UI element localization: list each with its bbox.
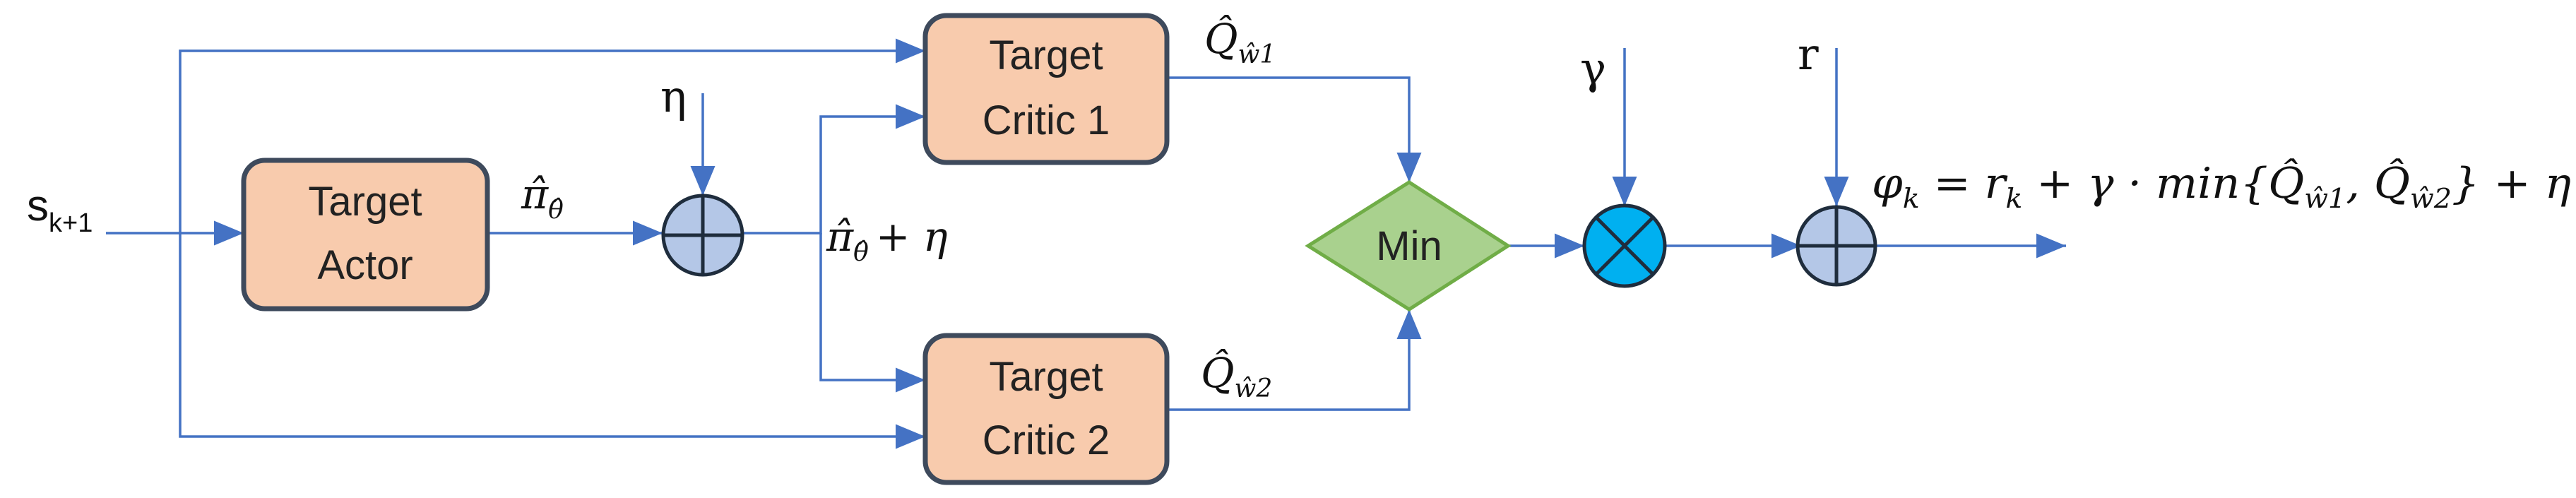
- q2-label: Q̂ŵ2: [1201, 348, 1272, 403]
- wire-state-to-critic1: [179, 38, 925, 233]
- reward-label: r: [1798, 28, 1819, 80]
- target-critic-1-block: Target Critic 1: [922, 13, 1170, 165]
- target-actor-label-line1: Target: [308, 179, 422, 225]
- wire-state-to-critic2: [179, 233, 925, 449]
- target-critic-1-label-line1: Target: [989, 32, 1103, 78]
- wire-critic2-to-min: [1167, 309, 1422, 411]
- eta-label: η: [660, 71, 687, 122]
- wire-sum-to-critic1: [744, 104, 925, 235]
- circle-times-icon: [1582, 203, 1667, 288]
- target-critic-2-label-line2: Critic 2: [983, 417, 1110, 463]
- target-critic-1-label-line2: Critic 1: [983, 97, 1110, 143]
- wires: [106, 38, 2066, 449]
- target-value-equation: φk = rk + γ · min{Q̂ŵ1, Q̂ŵ2} + η: [1872, 158, 2571, 214]
- target-critic-2-block: Target Critic 2: [922, 333, 1170, 485]
- circle-plus-icon: [1796, 205, 1877, 287]
- policy-plus-noise-label: π̂θ̂+ η: [826, 213, 948, 267]
- gamma-label: γ: [1580, 42, 1606, 94]
- wire-sum-to-critic2: [819, 233, 925, 393]
- circle-plus-icon: [661, 194, 744, 277]
- min-label: Min: [1376, 223, 1442, 269]
- min-block: Min: [1305, 180, 1512, 312]
- q1-label: Q̂ŵ1: [1204, 14, 1276, 69]
- policy-label: π̂θ̂: [521, 170, 564, 225]
- target-critic-2-label-line1: Target: [989, 354, 1103, 400]
- wire-critic1-to-min: [1167, 76, 1422, 182]
- target-actor-label-line2: Actor: [317, 242, 412, 288]
- state-label: sk+1: [27, 182, 93, 238]
- target-actor-block: Target Actor: [241, 158, 490, 312]
